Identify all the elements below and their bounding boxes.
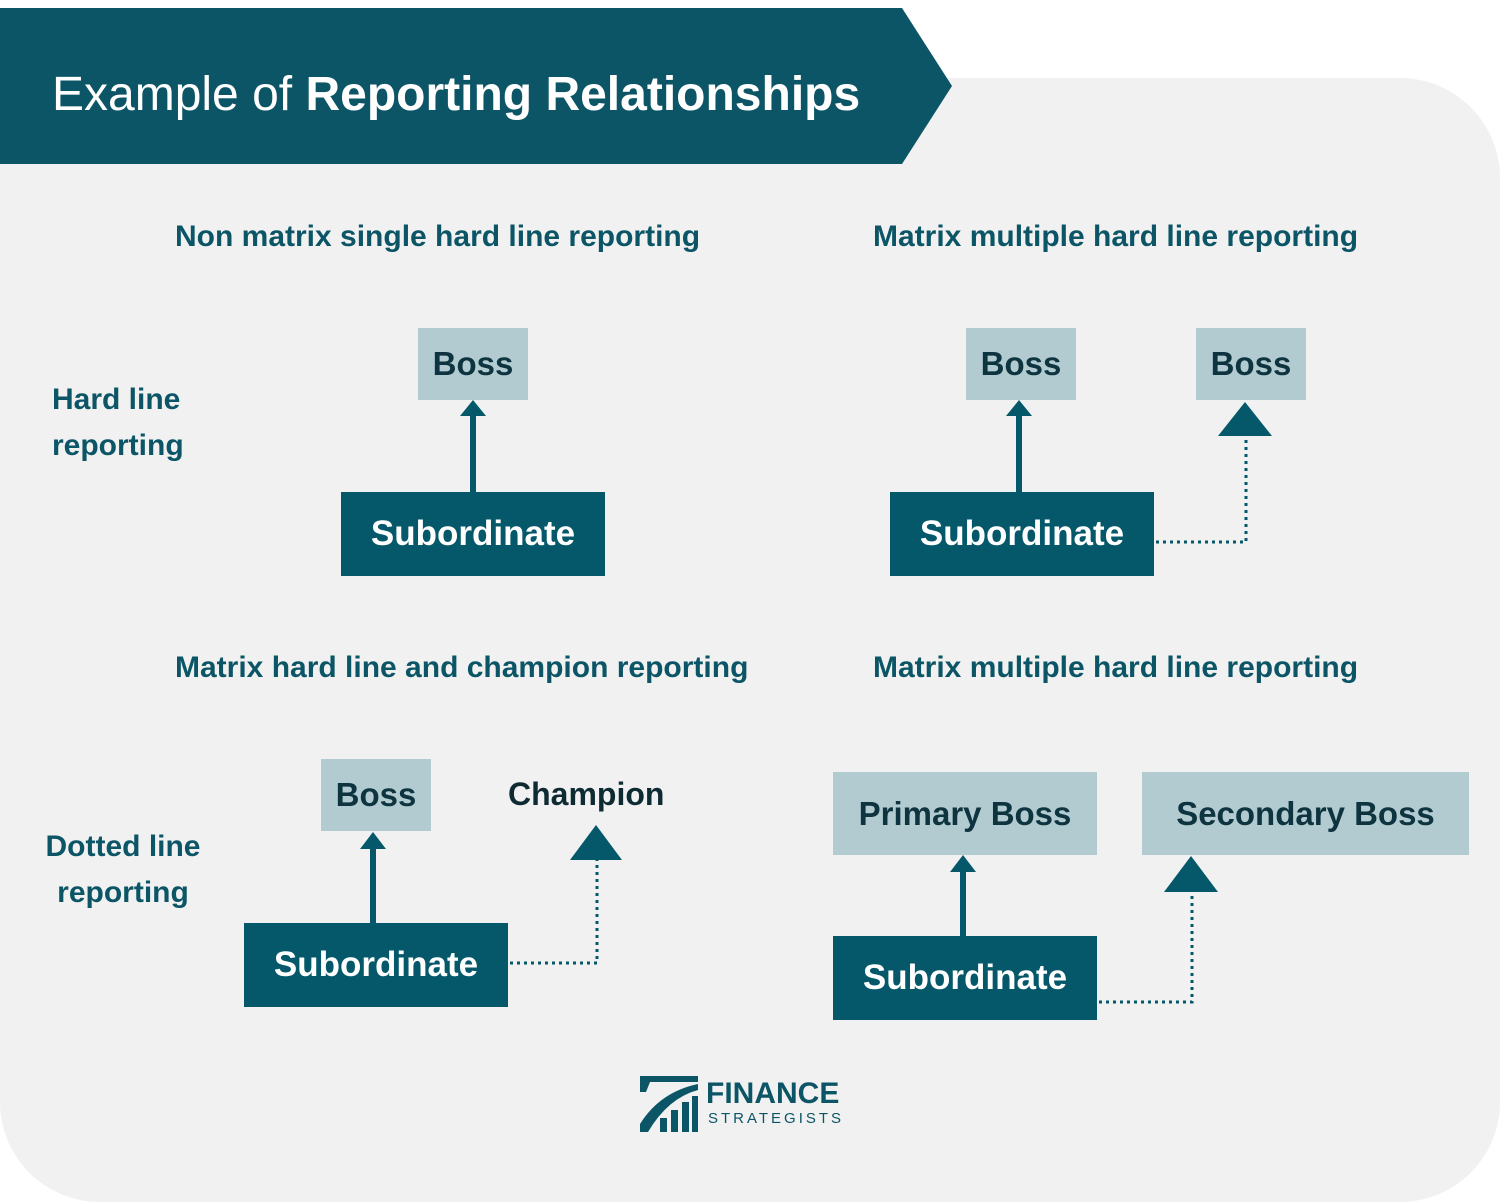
row-label-dotted-line: Dotted line reporting [28, 824, 218, 916]
heading-matrix-multiple-top: Matrix multiple hard line reporting [873, 220, 1359, 253]
dotted-connector-d4 [1099, 890, 1194, 1004]
arrowhead-d2 [1006, 400, 1032, 416]
heading-non-matrix-single: Non matrix single hard line reporting [175, 220, 701, 253]
dotted-arrowhead-d3 [570, 825, 622, 860]
logo-line-2: STRATEGISTS [708, 1110, 845, 1127]
secondary-boss-box-d4: Secondary Boss [1142, 772, 1469, 855]
heading-matrix-champion: Matrix hard line and champion reporting [175, 651, 749, 684]
title-prefix: Example of [52, 68, 293, 121]
row-label-dotted-line-1: Dotted line [45, 830, 201, 863]
logo-line-1: FINANCE [706, 1077, 840, 1110]
row-label-dotted-line-2: reporting [57, 876, 189, 909]
arrowhead-d4 [950, 855, 976, 872]
subordinate-box-d4: Subordinate [833, 936, 1097, 1020]
primary-boss-box-d4: Primary Boss [833, 772, 1097, 855]
row-label-hard-line: Hard line reporting [38, 377, 232, 469]
dotted-connector-d3 [510, 858, 599, 965]
subordinate-box-d3: Subordinate [244, 923, 508, 1007]
boss-box-d1: Boss [418, 328, 528, 400]
row-label-hard-line-2: reporting [52, 429, 184, 462]
arrowhead-d1 [460, 400, 486, 416]
logo-mark-icon [640, 1076, 698, 1132]
finance-strategists-logo: FINANCE STRATEGISTS [638, 1072, 868, 1136]
title-bold: Reporting Relationships [305, 68, 861, 121]
dotted-arrowhead-d4 [1164, 856, 1218, 892]
page-title: Example of Reporting Relationships [52, 66, 860, 124]
content-panel [0, 78, 1500, 1202]
boss-box-d2-solid: Boss [966, 328, 1076, 400]
champion-label-d3: Champion [508, 776, 665, 812]
dotted-connector-d2 [1156, 432, 1248, 544]
title-banner: Example of Reporting Relationships [0, 8, 952, 164]
subordinate-box-d1: Subordinate [341, 492, 605, 576]
banner-shape [0, 8, 952, 164]
heading-matrix-multiple-bottom: Matrix multiple hard line reporting [873, 651, 1359, 684]
boss-box-d2-dotted: Boss [1196, 328, 1306, 400]
boss-box-d3: Boss [321, 759, 431, 831]
arrowhead-d3 [360, 832, 386, 849]
subordinate-box-d2: Subordinate [890, 492, 1154, 576]
dotted-arrowhead-d2 [1218, 402, 1272, 436]
row-label-hard-line-1: Hard line [52, 383, 181, 416]
